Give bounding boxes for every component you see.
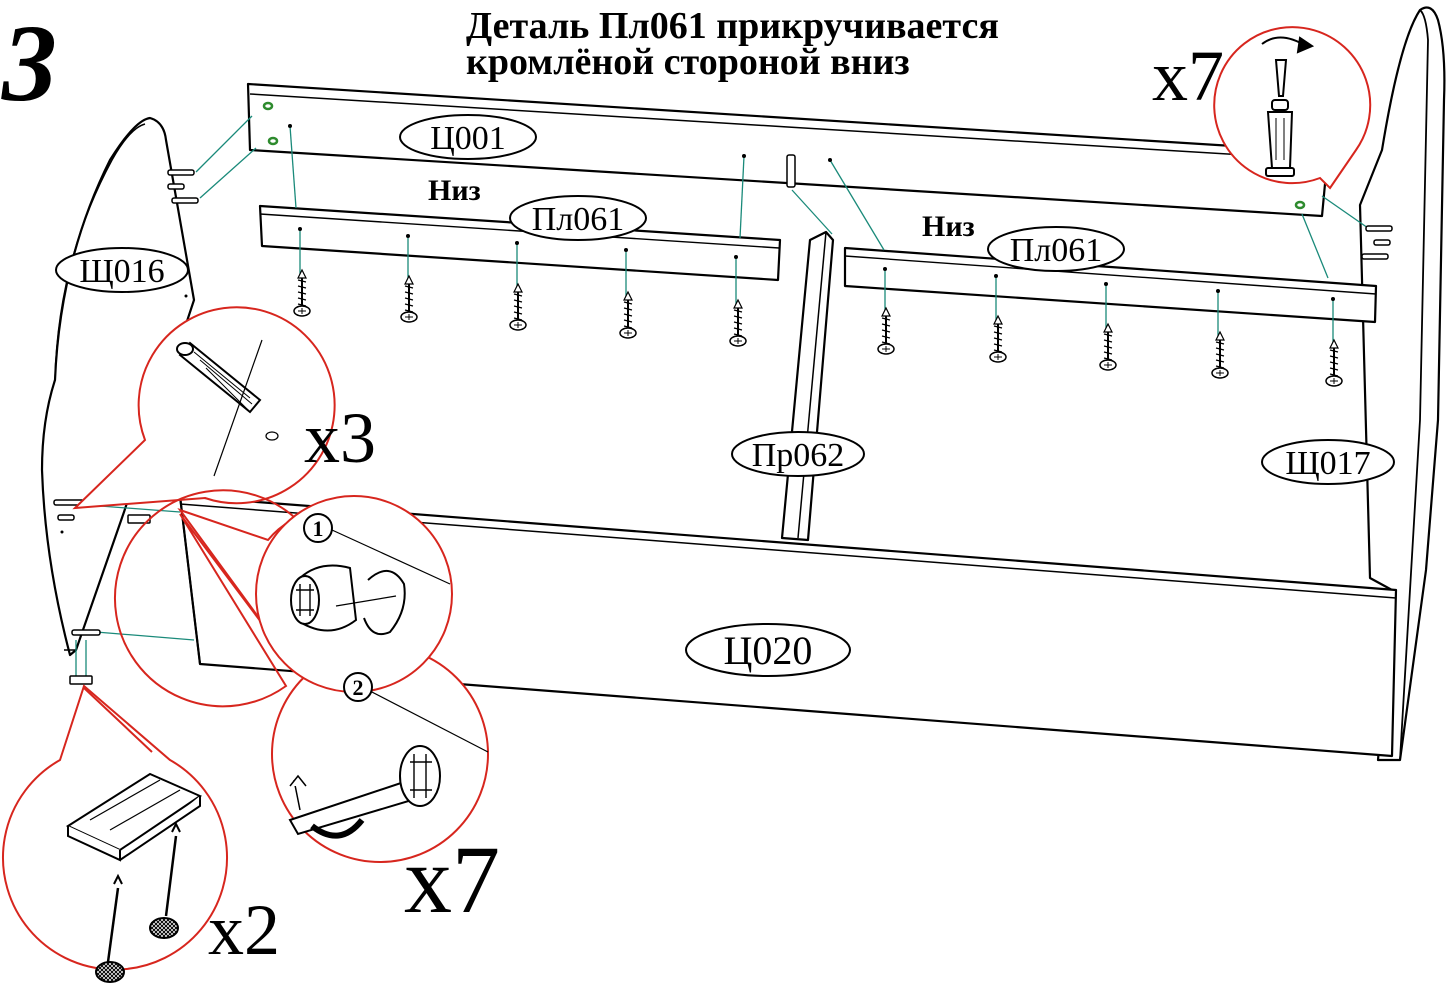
label-pl061-right: Пл061: [1010, 232, 1103, 269]
label-pr062: Пр062: [752, 437, 845, 474]
panel-ts001: [246, 82, 1330, 218]
fasteners: [53, 154, 1393, 685]
step-number: 3: [1, 2, 57, 124]
panel-pr062: [780, 230, 835, 542]
part-labels: Ц001 Пл061 Пл061 Щ016 Пр062 Щ017 Ц020: [55, 114, 1395, 677]
screw-points: [60, 124, 1335, 534]
cam-lock-detail: [290, 529, 451, 636]
step-two-marker: [343, 672, 373, 702]
orientation-left: Низ: [428, 174, 481, 207]
dowel-detail: [176, 339, 279, 477]
screwdriver-detail: [1261, 36, 1315, 177]
panel-pl061-right: [843, 246, 1378, 324]
label-pl061-left: Пл061: [532, 201, 625, 238]
quantity-runner: x2: [208, 890, 280, 970]
label-ts001: Ц001: [430, 120, 506, 157]
runner-detail: [65, 772, 203, 983]
quantity-dowel: x3: [304, 398, 376, 478]
quantity-screwdriver: x7: [1152, 36, 1224, 116]
panel-shch017: [1358, 6, 1446, 762]
quantity-cam: x7: [404, 826, 500, 933]
step-one-text: 1: [313, 516, 324, 541]
dowel-holes: [262, 101, 1306, 210]
step-two-text: 2: [353, 675, 364, 700]
step-one-marker: [303, 513, 333, 543]
instruction-line2: кромлёной стороной вниз: [466, 41, 910, 83]
instruction-line1: Деталь Пл061 прикручивается: [466, 5, 999, 47]
guide-lines: [75, 115, 1369, 680]
label-shch017: Щ017: [1285, 445, 1370, 482]
orientation-right: Низ: [922, 210, 975, 243]
label-shch016: Щ016: [79, 253, 164, 290]
cam-tighten-detail: [288, 689, 489, 839]
label-ts020: Ц020: [724, 628, 813, 673]
